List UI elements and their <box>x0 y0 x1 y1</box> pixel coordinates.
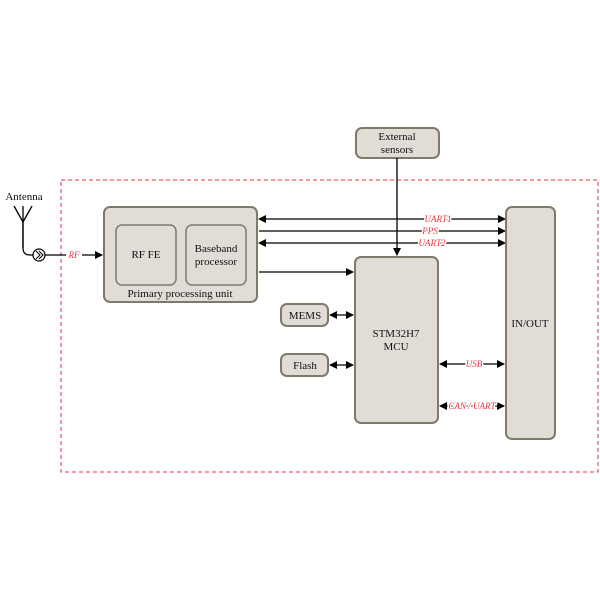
mcu-block <box>354 256 439 424</box>
rf-label: RF <box>68 250 80 260</box>
baseband-processor-block <box>185 224 247 286</box>
inout-label: IN/OUT <box>511 318 549 330</box>
mems-block <box>280 303 329 327</box>
mcu-label-line1: STM32H7 <box>372 328 420 340</box>
primary-unit-label: Primary processing unit <box>127 288 232 300</box>
uart1-label: UART1 <box>425 214 452 224</box>
rf-fe-block <box>115 224 177 286</box>
external-sensors-line1: External <box>378 131 415 143</box>
usb-label: USB <box>466 359 483 369</box>
pps-label: PPS <box>421 226 438 236</box>
system-boundary <box>60 179 599 473</box>
uart2-label: UART2 <box>419 238 447 248</box>
inout-block <box>505 206 556 440</box>
baseband-label-line2: processor <box>195 256 237 268</box>
can-uart-label: CAN / UART <box>448 401 496 411</box>
mems-label: MEMS <box>289 310 321 322</box>
rf-fe-label: RF FE <box>131 249 160 261</box>
mcu-label-line2: MCU <box>383 341 408 353</box>
flash-label: Flash <box>293 360 317 372</box>
antenna-label: Antenna <box>5 191 42 203</box>
external-sensors-line2: sensors <box>381 144 413 156</box>
baseband-label-line1: Baseband <box>195 243 238 255</box>
flash-block <box>280 353 329 377</box>
antenna-icon <box>13 205 46 262</box>
